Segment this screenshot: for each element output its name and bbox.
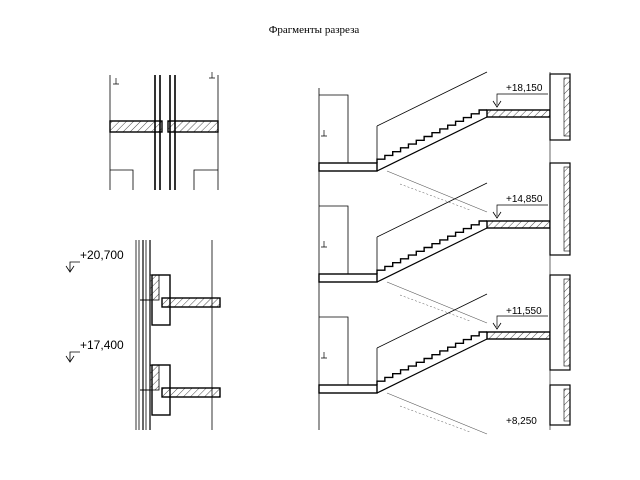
lower-flight-steps [399,183,471,211]
stair-flight [376,109,487,163]
floor-slab [318,273,378,283]
door-opening [319,205,349,274]
level-label: +17,400 [80,338,124,352]
stair-soffit [376,116,488,172]
lower-flight-steps [399,294,471,322]
level-arrow [492,100,502,108]
upper-flight-outline [376,71,488,127]
level-label: +11,550 [506,306,542,317]
floor-slab [318,162,378,172]
level-arrow [492,322,502,330]
upper-flight-outline [376,182,488,238]
upper-flight-outline [376,293,488,349]
level-label: +8,250 [506,416,537,427]
level-leader [496,204,548,216]
stair-level-11550: +11,550 [506,306,542,317]
wall-insulation [563,77,571,137]
level-leader [496,93,548,105]
level-leader [496,315,548,327]
staircase-section-fragment [318,71,571,435]
door-mark [321,130,327,137]
level-marker-17400: +17,400 [65,338,124,363]
door-mark [321,352,327,359]
wall-insulation [563,166,571,252]
door-mark [321,241,327,248]
stair-soffit [376,227,488,283]
wall-insulation [563,278,571,367]
lower-flight-outline [386,281,488,324]
landing-slab [486,331,551,340]
door-opening [319,316,349,385]
level-label: +18,150 [506,83,543,94]
landing-slab [486,109,551,118]
wall-slab-fragment [135,240,221,430]
landing-slab [486,220,551,229]
stair-flight [376,220,487,274]
level-marker-20700: +20,700 [65,248,124,273]
column-slab-junction-fragment [109,72,219,190]
level-label: +14,850 [506,194,543,205]
stair-level-14850: +14,850 [506,194,543,205]
lower-flight-outline [386,170,488,213]
lower-flight-outline [386,392,488,435]
door-opening [319,94,349,163]
lower-flight-steps [399,405,471,433]
wall-insulation [563,388,571,422]
level-label: +20,700 [80,248,124,262]
stair-soffit [376,338,488,394]
stair-flight [376,331,487,385]
stair-level-8250: +8,250 [506,416,537,427]
stair-level-18150: +18,150 [506,83,543,94]
level-arrow [492,211,502,219]
slide-title: Фрагменты разреза [268,24,360,36]
floor-slab [318,384,378,394]
